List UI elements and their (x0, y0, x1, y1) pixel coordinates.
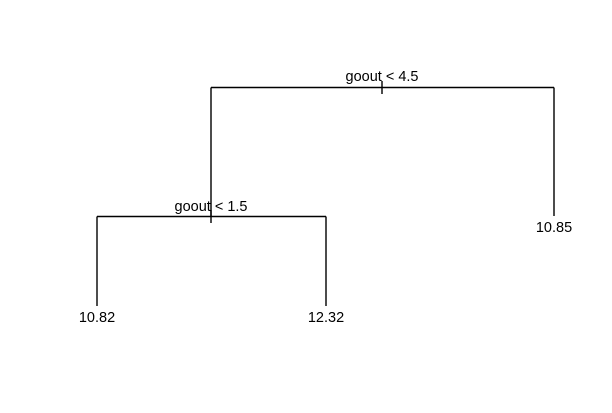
leaf-left-left: 10.82 (79, 310, 115, 326)
root-split-label: goout < 4.5 (346, 69, 419, 85)
second-split-label: goout < 1.5 (175, 199, 248, 215)
leaf-left-right: 12.32 (308, 310, 344, 326)
leaf-right: 10.85 (536, 220, 572, 236)
